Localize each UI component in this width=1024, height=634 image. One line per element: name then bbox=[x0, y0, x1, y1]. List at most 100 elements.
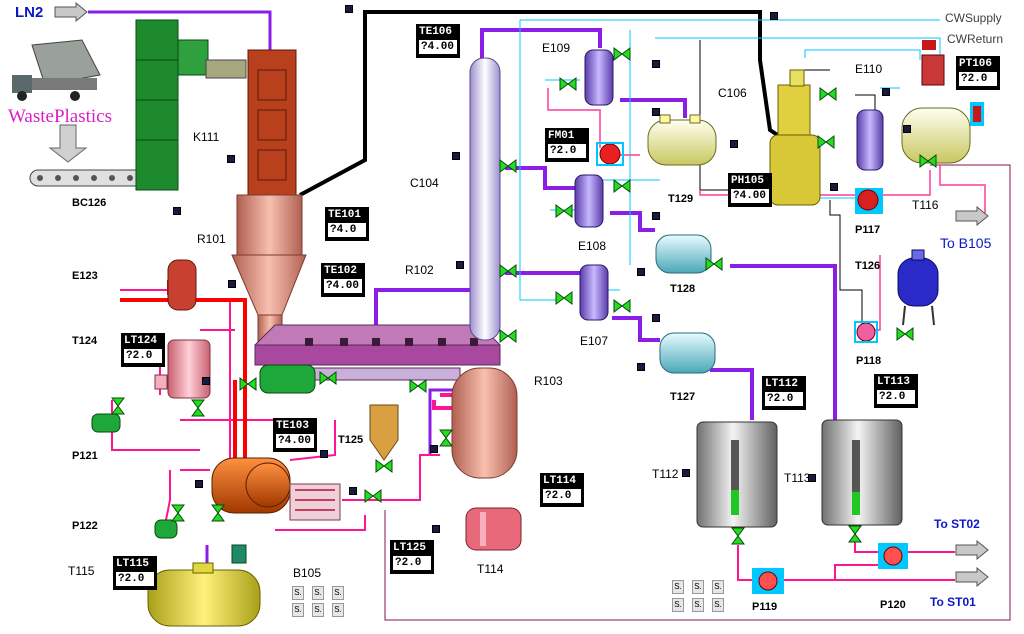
tag-te101-name: TE101 bbox=[328, 209, 362, 221]
c104-label: C104 bbox=[410, 176, 439, 190]
valve-icon[interactable] bbox=[896, 327, 914, 341]
valve-icon[interactable] bbox=[819, 87, 837, 101]
instrument-marker[interactable] bbox=[682, 469, 690, 477]
tag-te102-value: ?4.00 bbox=[324, 279, 362, 293]
instrument-marker[interactable] bbox=[830, 183, 838, 191]
p122-label: P122 bbox=[72, 520, 98, 532]
e108-label: E108 bbox=[578, 239, 607, 253]
instrument-marker[interactable] bbox=[637, 363, 645, 371]
valve-icon[interactable] bbox=[439, 429, 453, 447]
instrument-marker[interactable] bbox=[456, 261, 464, 269]
tag-lt124[interactable]: LT124?2.0 bbox=[121, 333, 165, 367]
valve-icon[interactable] bbox=[239, 377, 257, 391]
tag-lt113-name: LT113 bbox=[877, 376, 911, 388]
instrument-marker[interactable] bbox=[345, 5, 353, 13]
instrument-marker[interactable] bbox=[903, 125, 911, 133]
valve-icon[interactable] bbox=[191, 399, 205, 417]
valve-icon[interactable] bbox=[171, 504, 185, 522]
valve-icon[interactable] bbox=[111, 397, 125, 415]
instrument-marker[interactable] bbox=[652, 212, 660, 220]
valve-icon[interactable] bbox=[319, 371, 337, 385]
tag-lt114[interactable]: LT114?2.0 bbox=[540, 473, 584, 507]
tag-lt112[interactable]: LT112?2.0 bbox=[762, 376, 806, 410]
instrument-marker[interactable] bbox=[452, 152, 460, 160]
instrument-marker[interactable] bbox=[730, 140, 738, 148]
valve-icon[interactable] bbox=[364, 489, 382, 503]
instrument-marker[interactable] bbox=[227, 155, 235, 163]
status-cell[interactable]: S. bbox=[312, 586, 324, 600]
ln2-nav-arrow-icon[interactable] bbox=[54, 2, 88, 22]
instrument-marker[interactable] bbox=[173, 207, 181, 215]
instrument-marker[interactable] bbox=[195, 480, 203, 488]
instrument-marker[interactable] bbox=[652, 60, 660, 68]
valve-icon[interactable] bbox=[705, 257, 723, 271]
status-cell[interactable]: S. bbox=[332, 603, 344, 617]
valve-icon[interactable] bbox=[499, 329, 517, 343]
instrument-marker[interactable] bbox=[349, 487, 357, 495]
valve-icon[interactable] bbox=[499, 159, 517, 173]
instrument-marker[interactable] bbox=[432, 525, 440, 533]
tag-te101[interactable]: TE101?4.0 bbox=[325, 207, 369, 241]
tag-ph105[interactable]: PH105?4.00 bbox=[728, 173, 772, 207]
tag-lt112-name: LT112 bbox=[765, 378, 799, 390]
tag-fm01[interactable]: FM01?2.0 bbox=[545, 128, 589, 162]
instrument-marker[interactable] bbox=[652, 108, 660, 116]
instrument-marker[interactable] bbox=[770, 12, 778, 20]
to-st02-arrow-icon[interactable] bbox=[955, 540, 989, 560]
to-st01-arrow-icon[interactable] bbox=[955, 567, 989, 587]
valve-icon[interactable] bbox=[211, 504, 225, 522]
instrument-marker[interactable] bbox=[202, 377, 210, 385]
e123-label: E123 bbox=[72, 270, 98, 282]
tag-lt113[interactable]: LT113?2.0 bbox=[874, 374, 918, 408]
waste-plastics-label: WastePlastics bbox=[8, 106, 113, 127]
t127-label: T127 bbox=[670, 391, 696, 403]
valve-icon[interactable] bbox=[559, 77, 577, 91]
status-cell[interactable]: S. bbox=[692, 598, 704, 612]
tag-pt106-name: PT106 bbox=[959, 58, 993, 70]
instrument-marker[interactable] bbox=[882, 88, 890, 96]
ln2-label: LN2 bbox=[15, 4, 44, 21]
t112-label: T112 bbox=[652, 467, 679, 481]
instrument-marker[interactable] bbox=[652, 314, 660, 322]
valve-icon[interactable] bbox=[613, 47, 631, 61]
valve-icon[interactable] bbox=[555, 291, 573, 305]
tag-te102[interactable]: TE102?4.00 bbox=[321, 263, 365, 297]
to-b105-arrow-icon[interactable] bbox=[955, 206, 989, 226]
status-cell[interactable]: S. bbox=[332, 586, 344, 600]
t128-label: T128 bbox=[670, 283, 696, 295]
instrument-marker[interactable] bbox=[430, 445, 438, 453]
valve-icon[interactable] bbox=[919, 154, 937, 168]
valve-icon[interactable] bbox=[731, 527, 745, 545]
valve-icon[interactable] bbox=[613, 179, 631, 193]
tag-te103[interactable]: TE103?4.00 bbox=[273, 418, 317, 452]
r103-label: R103 bbox=[534, 374, 563, 388]
tag-ph105-value: ?4.00 bbox=[731, 189, 769, 203]
tag-lt115[interactable]: LT115?2.0 bbox=[113, 556, 157, 590]
valve-icon[interactable] bbox=[848, 525, 862, 543]
tag-pt106[interactable]: PT106?2.0 bbox=[956, 56, 1000, 90]
status-cell[interactable]: S. bbox=[292, 586, 304, 600]
valve-icon[interactable] bbox=[817, 135, 835, 149]
tag-lt125[interactable]: LT125?2.0 bbox=[390, 540, 434, 574]
instrument-marker[interactable] bbox=[320, 450, 328, 458]
valve-icon[interactable] bbox=[499, 264, 517, 278]
status-cell[interactable]: S. bbox=[712, 580, 724, 594]
valve-icon[interactable] bbox=[409, 379, 427, 393]
cw-supply-label: CWSupply bbox=[945, 11, 1002, 25]
valve-icon[interactable] bbox=[375, 459, 393, 473]
valve-icon[interactable] bbox=[613, 299, 631, 313]
valve-icon[interactable] bbox=[555, 204, 573, 218]
status-cell[interactable]: S. bbox=[312, 603, 324, 617]
p121-label: P121 bbox=[72, 450, 98, 462]
tag-te106[interactable]: TE106?4.00 bbox=[416, 24, 460, 58]
status-cell[interactable]: S. bbox=[292, 603, 304, 617]
status-cell[interactable]: S. bbox=[672, 598, 684, 612]
status-cell[interactable]: S. bbox=[692, 580, 704, 594]
instrument-marker[interactable] bbox=[637, 268, 645, 276]
status-cell[interactable]: S. bbox=[672, 580, 684, 594]
status-cell[interactable]: S. bbox=[712, 598, 724, 612]
tag-lt124-name: LT124 bbox=[124, 335, 158, 347]
instrument-marker[interactable] bbox=[808, 474, 816, 482]
instrument-marker[interactable] bbox=[228, 280, 236, 288]
